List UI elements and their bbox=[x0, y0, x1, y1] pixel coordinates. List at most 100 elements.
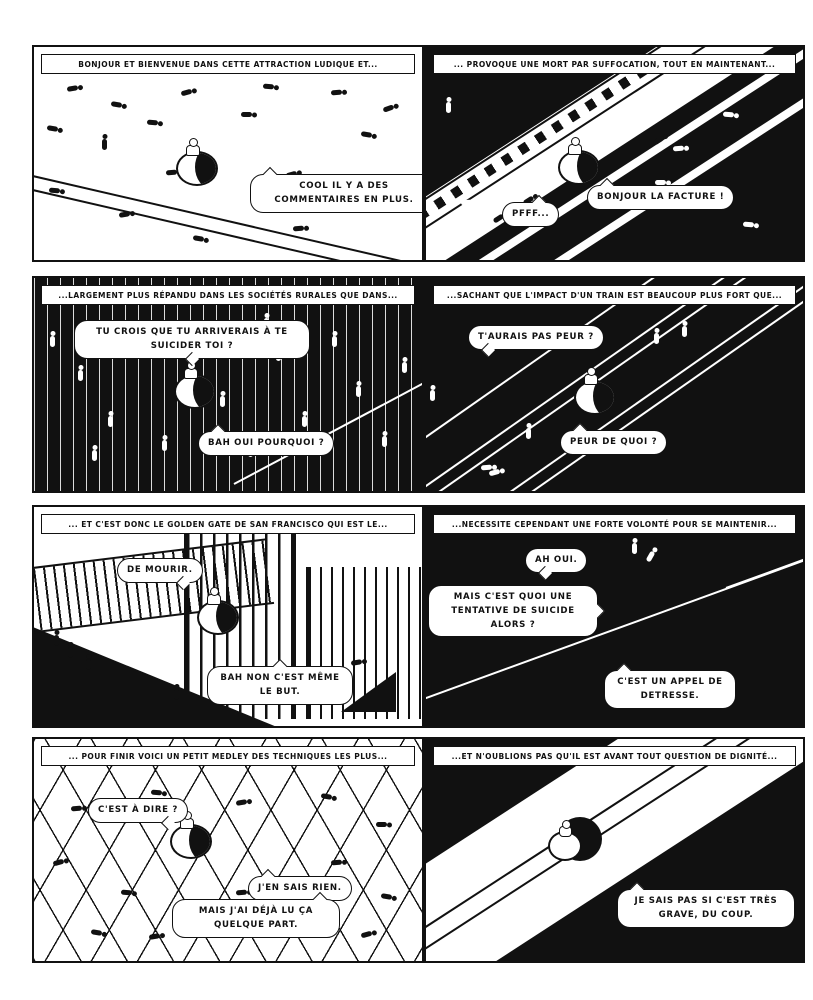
speech-bubble: MAIS J'AI DÉJÀ LU ÇA QUELQUE PART. bbox=[172, 899, 340, 938]
ball-character bbox=[197, 587, 241, 635]
speech-bubble: DE MOURIR. bbox=[117, 558, 203, 583]
character-figure bbox=[148, 933, 161, 940]
character-figure bbox=[220, 396, 225, 407]
character-figure bbox=[332, 336, 337, 347]
panel-3-art bbox=[34, 278, 422, 491]
character-figure bbox=[92, 450, 97, 461]
character-figure bbox=[52, 858, 65, 867]
character-figure bbox=[672, 145, 685, 152]
ball-character bbox=[548, 817, 602, 865]
character-figure bbox=[66, 85, 79, 92]
ball-character bbox=[574, 367, 618, 415]
slide-band bbox=[426, 739, 803, 961]
caption-box: ...SACHANT QUE L'IMPACT D'UN TRAIN EST B… bbox=[433, 285, 796, 305]
character-figure bbox=[180, 88, 193, 97]
character-figure bbox=[302, 416, 307, 427]
speech-bubble: BAH NON C'EST MÊME LE BUT. bbox=[207, 666, 353, 705]
slide-rails bbox=[426, 739, 803, 961]
character-figure bbox=[235, 889, 248, 896]
character-figure bbox=[360, 131, 373, 138]
caption-text: ... ET C'EST DONC LE GOLDEN GATE DE SAN … bbox=[68, 520, 388, 529]
speech-bubble: BONJOUR LA FACTURE ! bbox=[587, 185, 735, 210]
character-figure bbox=[430, 390, 435, 401]
character-figure bbox=[356, 386, 361, 397]
speech-bubble: C'EST À DIRE ? bbox=[88, 798, 189, 823]
ball-character bbox=[174, 361, 218, 409]
caption-box: ... PROVOQUE UNE MORT PAR SUFFOCATION, T… bbox=[433, 54, 796, 74]
character-figure bbox=[68, 647, 73, 658]
character-figure bbox=[360, 930, 373, 939]
character-figure bbox=[654, 333, 659, 344]
speech-bubble: AH OUI. bbox=[525, 548, 588, 573]
character-ball bbox=[558, 150, 600, 185]
panel-8: ...ET N'OUBLIONS PAS QU'IL EST AVANT TOU… bbox=[424, 737, 805, 963]
ball-character bbox=[176, 138, 220, 186]
character-figure bbox=[50, 336, 55, 347]
character-figure bbox=[86, 659, 91, 670]
character-figure bbox=[108, 416, 113, 427]
character-figure bbox=[54, 635, 59, 646]
character-head bbox=[571, 137, 580, 146]
character-figure bbox=[110, 101, 123, 108]
character-ball bbox=[197, 600, 239, 635]
ground-line bbox=[233, 361, 422, 485]
character-ball bbox=[170, 824, 212, 859]
character-figure bbox=[48, 187, 61, 194]
panel-2-art bbox=[426, 47, 803, 260]
caption-box: BONJOUR ET BIENVENUE DANS CETTE ATTRACTI… bbox=[41, 54, 415, 74]
caption-box: ... ET C'EST DONC LE GOLDEN GATE DE SAN … bbox=[41, 514, 415, 534]
character-figure bbox=[118, 211, 131, 218]
character-figure bbox=[446, 102, 451, 113]
character-figure bbox=[174, 689, 179, 700]
character-figure bbox=[262, 83, 275, 90]
speech-bubble: JE SAIS PAS SI C'EST TRÈS GRAVE, DU COUP… bbox=[617, 889, 795, 928]
panel-1: BONJOUR ET BIENVENUE DANS CETTE ATTRACTI… bbox=[32, 45, 424, 262]
character-figure bbox=[320, 793, 333, 800]
character-figure bbox=[682, 326, 687, 337]
character-figure bbox=[120, 889, 133, 896]
speech-bubble: J'EN SAIS RIEN. bbox=[248, 876, 352, 901]
caption-text: ... PROVOQUE UNE MORT PAR SUFFOCATION, T… bbox=[453, 60, 776, 69]
character-figure bbox=[46, 125, 59, 132]
character-figure bbox=[241, 112, 252, 117]
caption-text: ...ET N'OUBLIONS PAS QU'IL EST AVANT TOU… bbox=[451, 752, 778, 761]
character-figure bbox=[526, 428, 531, 439]
character-figure bbox=[90, 929, 103, 936]
panel-7: ... POUR FINIR VOICI UN PETIT MEDLEY DES… bbox=[32, 737, 424, 963]
panel-2: ... PROVOQUE UNE MORT PAR SUFFOCATION, T… bbox=[424, 45, 805, 262]
character-figure bbox=[382, 104, 395, 113]
speech-bubble: MAIS C'EST QUOI UNE TENTATIVE DE SUICIDE… bbox=[428, 585, 598, 638]
character-figure bbox=[235, 799, 248, 806]
character-figure bbox=[645, 550, 656, 563]
character-figure bbox=[480, 464, 493, 471]
character-figure bbox=[402, 362, 407, 373]
character-figure bbox=[70, 805, 83, 812]
speech-bubble: C'EST UN APPEL DE DETRESSE. bbox=[604, 670, 736, 709]
character-figure bbox=[632, 543, 637, 554]
character-figure bbox=[292, 225, 305, 232]
caption-text: ...NECESSITE CEPENDANT UNE FORTE VOLONTÉ… bbox=[451, 520, 778, 529]
caption-text: BONJOUR ET BIENVENUE DANS CETTE ATTRACTI… bbox=[78, 60, 378, 69]
panel-3: ...LARGEMENT PLUS RÉPANDU DANS LES SOCIÉ… bbox=[32, 276, 424, 493]
character-figure bbox=[150, 789, 163, 796]
panel-1-art bbox=[34, 47, 422, 260]
character-figure bbox=[146, 119, 159, 126]
character-figure bbox=[162, 440, 167, 451]
character-figure bbox=[382, 436, 387, 447]
panel-4: ...SACHANT QUE L'IMPACT D'UN TRAIN EST B… bbox=[424, 276, 805, 493]
panel-4-art bbox=[426, 278, 803, 491]
character-ball bbox=[574, 380, 616, 415]
character-head bbox=[210, 587, 219, 596]
caption-box: ...LARGEMENT PLUS RÉPANDU DANS LES SOCIÉ… bbox=[41, 285, 415, 305]
character-figure bbox=[192, 235, 205, 242]
speech-bubble: T'AURAIS PAS PEUR ? bbox=[468, 325, 604, 350]
panel-5: ... ET C'EST DONC LE GOLDEN GATE DE SAN … bbox=[32, 505, 424, 728]
caption-box: ...NECESSITE CEPENDANT UNE FORTE VOLONTÉ… bbox=[433, 514, 796, 534]
character-figure bbox=[78, 370, 83, 381]
ground-line bbox=[725, 539, 803, 589]
speech-bubble: COOL IL Y A DES COMMENTAIRES EN PLUS. bbox=[250, 174, 422, 213]
character-figure bbox=[376, 822, 387, 827]
caption-text: ...LARGEMENT PLUS RÉPANDU DANS LES SOCIÉ… bbox=[58, 291, 398, 300]
caption-box: ... POUR FINIR VOICI UN PETIT MEDLEY DES… bbox=[41, 746, 415, 766]
panel-6: ...NECESSITE CEPENDANT UNE FORTE VOLONTÉ… bbox=[424, 505, 805, 728]
